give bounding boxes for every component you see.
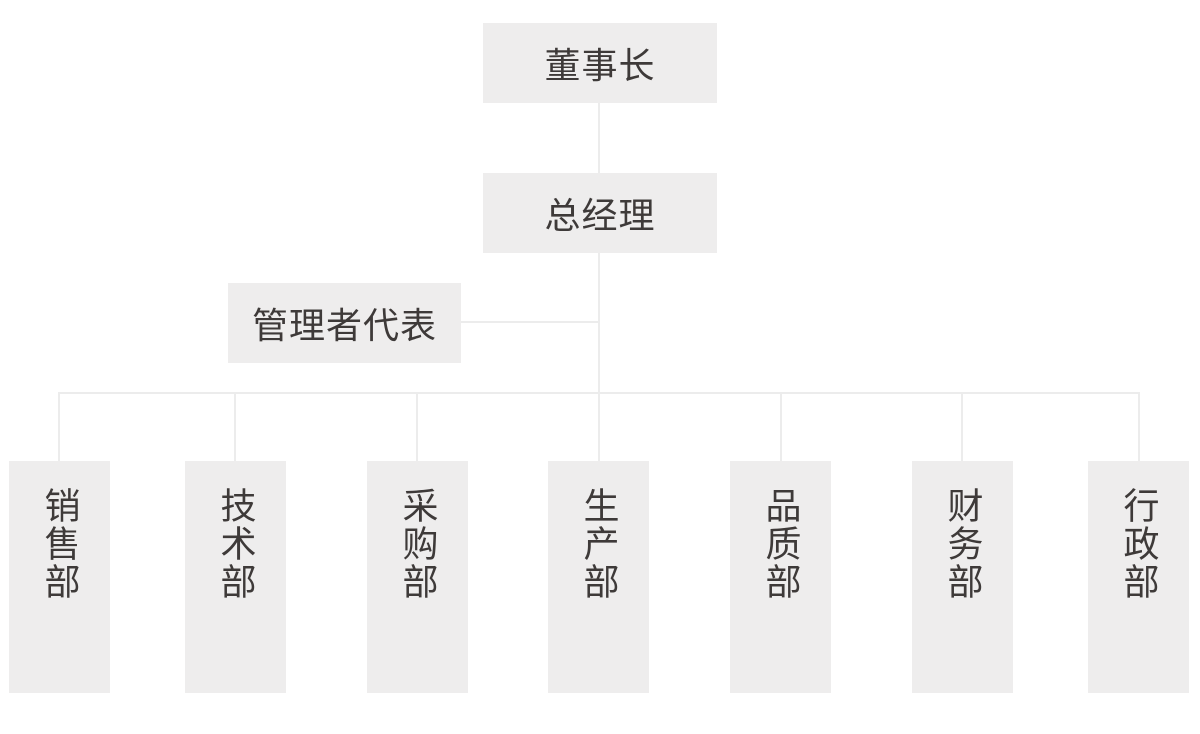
node-general-manager: 总经理 bbox=[483, 173, 717, 253]
connector-chairman-to-gm bbox=[598, 103, 600, 173]
connector-drop-quality bbox=[780, 392, 782, 461]
dept-label-technical: 技术部 bbox=[215, 487, 257, 601]
dept-box-sales: 销售部 bbox=[9, 461, 110, 693]
node-management-representative: 管理者代表 bbox=[228, 283, 461, 363]
dept-box-technical: 技术部 bbox=[185, 461, 286, 693]
connector-drop-admin bbox=[1138, 392, 1140, 461]
dept-box-purchasing: 采购部 bbox=[367, 461, 468, 693]
node-chairman-label: 董事长 bbox=[544, 45, 656, 86]
dept-box-quality: 品质部 bbox=[730, 461, 831, 693]
node-general-manager-label: 总经理 bbox=[544, 195, 656, 236]
dept-label-purchasing: 采购部 bbox=[397, 487, 439, 601]
dept-label-finance: 财务部 bbox=[942, 487, 984, 601]
connector-drop-production bbox=[598, 392, 600, 461]
dept-box-admin: 行政部 bbox=[1088, 461, 1189, 693]
connector-drop-sales bbox=[58, 392, 60, 461]
dept-box-finance: 财务部 bbox=[912, 461, 1013, 693]
connector-gm-to-bus bbox=[598, 253, 600, 392]
connector-drop-technical bbox=[234, 392, 236, 461]
dept-label-quality: 品质部 bbox=[760, 487, 802, 601]
dept-label-production: 生产部 bbox=[578, 487, 620, 601]
connector-rep-branch bbox=[461, 321, 599, 323]
connector-drop-finance bbox=[961, 392, 963, 461]
node-chairman: 董事长 bbox=[483, 23, 717, 103]
dept-label-admin: 行政部 bbox=[1118, 487, 1160, 601]
connector-drop-purchasing bbox=[416, 392, 418, 461]
dept-label-sales: 销售部 bbox=[39, 487, 81, 601]
node-management-representative-label: 管理者代表 bbox=[251, 305, 437, 346]
dept-box-production: 生产部 bbox=[548, 461, 649, 693]
